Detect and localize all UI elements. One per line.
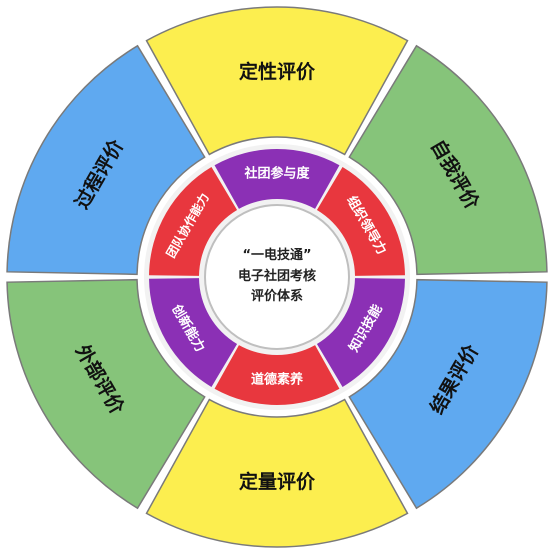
outer-segment-3 xyxy=(145,398,409,548)
outer-segment-label-0: 定性评价 xyxy=(239,60,316,83)
inner-segment-0 xyxy=(214,149,340,209)
outer-segment-4 xyxy=(6,278,206,510)
center-circle xyxy=(204,204,350,350)
inner-segment-label-0: 社团参与度 xyxy=(243,166,310,182)
inner-segment-1 xyxy=(316,167,405,276)
outer-segment-2 xyxy=(348,278,548,510)
inner-segment-5 xyxy=(149,167,238,276)
inner-segment-2 xyxy=(316,278,405,387)
inner-segment-label-3: 道德素养 xyxy=(251,372,304,388)
outer-segment-1 xyxy=(348,44,548,276)
outer-segment-label-3: 定量评价 xyxy=(239,470,316,493)
inner-segment-4 xyxy=(149,278,238,387)
center-title-line-1: “一电技通” xyxy=(242,247,311,263)
center-title-line-3: 评价体系 xyxy=(251,288,303,304)
outer-segment-0 xyxy=(145,6,409,156)
center-title-line-2: 电子社团考核 xyxy=(238,268,316,284)
inner-segment-3 xyxy=(214,345,340,405)
outer-segment-5 xyxy=(6,44,206,276)
